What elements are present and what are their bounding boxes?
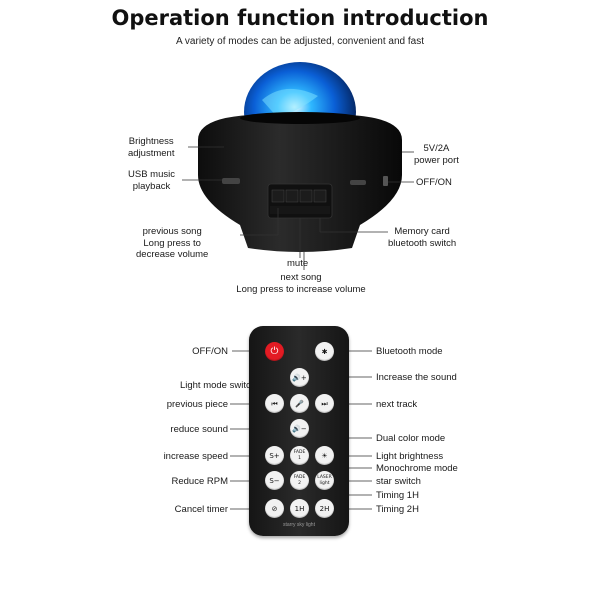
volume-down-button[interactable]: 🔊− [290, 419, 309, 438]
page-subtitle: A variety of modes can be adjusted, conv… [176, 36, 424, 47]
dc-port [350, 180, 366, 185]
label-monochrome-mode: Monochrome mode [376, 463, 458, 474]
label-increase-speed: increase speed [163, 451, 228, 462]
power-button[interactable]: ⏻ [265, 342, 284, 361]
label-bluetooth-mode: Bluetooth mode [376, 346, 443, 357]
label-device-off-on: OFF/ON [416, 177, 452, 188]
label-reduce-rpm: Reduce RPM [171, 476, 229, 487]
remote-footer-text: starry sky light [283, 522, 315, 528]
speed-down-button[interactable]: S− [265, 471, 284, 490]
brightness-button[interactable]: ☀ [315, 446, 334, 465]
label-previous-piece: previous piece [166, 399, 228, 410]
label-star-switch: star switch [376, 476, 421, 487]
next-button[interactable]: ⏭ [315, 394, 334, 413]
cancel-timer-button[interactable]: ⊘ [265, 499, 284, 518]
label-light-brightness: Light brightness [376, 451, 444, 462]
timer-2h-button[interactable]: 2H [315, 499, 334, 518]
label-remote-off-on: OFF/ON [192, 346, 228, 357]
label-light-mode-switch: Light mode switch [179, 380, 256, 391]
projector-body [198, 115, 402, 252]
label-cancel-timer: Cancel timer [174, 504, 228, 515]
bluetooth-button[interactable]: ✱ [315, 342, 334, 361]
volume-up-button[interactable]: 🔊+ [290, 368, 309, 387]
page-title: Operation function introduction [111, 6, 489, 30]
usb-port [222, 178, 240, 184]
power-switch [383, 176, 388, 186]
light-mode-button[interactable]: 🎤 [290, 394, 309, 413]
timer-1h-button[interactable]: 1H [290, 499, 309, 518]
label-mute: mute [287, 258, 309, 269]
label-increase-sound: Increase the sound [376, 372, 457, 383]
label-timing-1h: Timing 1H [376, 490, 419, 501]
label-timing-2h: Timing 2H [376, 504, 419, 515]
label-dual-color-mode: Dual color mode [376, 433, 446, 444]
label-next-track: next track [376, 399, 418, 410]
label-reduce-sound: reduce sound [170, 424, 228, 435]
speed-up-button[interactable]: S+ [265, 446, 284, 465]
previous-button[interactable]: ⏮ [265, 394, 284, 413]
